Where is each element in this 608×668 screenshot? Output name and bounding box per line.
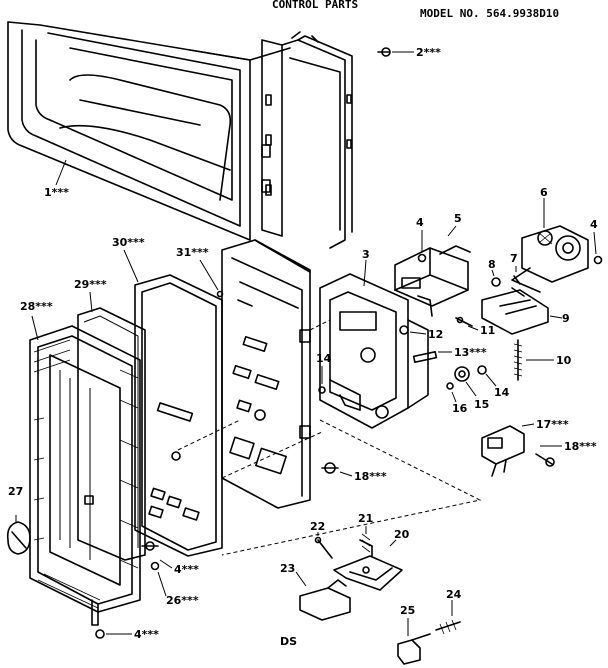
label-part-3: 3 [362,248,370,261]
label-part-14a: 14 [316,352,332,365]
label-part-31: 31*** [176,246,209,259]
label-part-15: 15 [474,398,489,411]
assembly-line-2 [221,431,323,479]
label-part-1: 1*** [44,186,69,199]
label-part-28: 28*** [20,300,53,313]
diagram-title: CONTROL PARTS [272,0,358,11]
screw-part-26: 26*** [150,561,199,607]
part-8: 8 [488,258,501,287]
label-part-14b: 14 [494,386,510,399]
label-part-17: 17*** [536,418,569,431]
label-part-25: 25 [400,604,415,617]
switch-part-17: 17*** [481,418,569,477]
screw-part-4-panel: 4*** [141,541,199,576]
gasket-29 [77,307,146,561]
label-part-4b: 4 [590,218,598,231]
label-group-part-28: 28*** [20,300,53,341]
assembly-line-1 [177,419,241,451]
screw-part-2: 2*** [377,46,441,59]
label-part-2: 2*** [416,46,441,59]
label-part-26: 26*** [166,594,199,607]
label-part-22: 22 [310,520,325,533]
label-part-7: 7 [510,252,518,265]
part-14-left: 14 [316,352,332,394]
label-group-part-3: 3 [362,248,370,287]
footer-code: DS [280,635,297,648]
label-group-part-31: 31*** [176,246,224,298]
label-part-13: 13*** [454,346,487,359]
screw-part-18-panel: 18*** [321,462,387,483]
control-panel [221,239,311,509]
label-part-10: 10 [556,354,572,367]
label-group-part-29: 29*** [74,278,107,313]
screw-part-18-right: 18*** [535,440,597,467]
lever-part-9: 9 [481,289,570,335]
spring-part-10: 10 [513,339,572,381]
spring-part-21: 21 [358,512,373,557]
part-12: 12 [399,325,443,341]
label-part-21: 21 [358,512,373,525]
latch-part-20: 20 [333,528,410,591]
part-11: 11 [455,316,495,337]
panel-frame-30 [134,274,223,557]
label-part-8: 8 [488,258,496,271]
label-part-29: 29*** [74,278,107,291]
label-part-6: 6 [540,186,548,199]
label-part-24: 24 [446,588,462,601]
screw-part-4-motor: 4 [590,218,603,265]
part-15: 15 [454,366,489,411]
label-part-4a: 4 [416,216,424,229]
label-group-part-1: 1*** [44,159,69,199]
label-part-30: 30*** [112,236,145,249]
assembly-line-3 [221,419,482,556]
part-13: 13*** [412,346,487,364]
screw-part-4-switch: 4 [416,216,427,263]
label-part-23: 23 [280,562,295,575]
spring-part-24: 24 [435,588,462,635]
label-part-27: 27 [8,485,23,498]
button-part-25: 25 [397,604,431,665]
part-16: 16 [446,382,468,415]
label-part-12: 12 [428,328,443,341]
switch-part-5: 5 [394,212,471,317]
label-part-18a: 18*** [354,470,387,483]
part-7: 7 [510,252,525,297]
oven-cavity [7,21,291,241]
label-part-20: 20 [394,528,410,541]
label-part-4d: 4*** [134,628,159,641]
label-part-11: 11 [480,324,495,337]
control-bracket [319,273,429,429]
assembly-line-4 [309,319,331,331]
label-part-5: 5 [454,212,462,225]
door-frame-28 [29,325,141,626]
timer-motor-part-6: 6 [511,186,589,293]
knob-part-27: 27 [6,485,31,555]
mounting-panel [261,31,353,249]
screw-part-4-bottom: 4*** [95,628,159,641]
part-14-right: 14 [477,365,510,399]
model-number: MODEL NO. 564.9938D10 [420,7,559,20]
label-part-4c: 4*** [174,563,199,576]
pin-part-22: 22 [310,520,333,559]
label-group-part-30: 30*** [112,236,145,283]
label-part-16: 16 [452,402,468,415]
label-part-9: 9 [562,312,570,325]
lever-part-23: 23 [280,562,351,621]
label-part-18b: 18*** [564,440,597,453]
